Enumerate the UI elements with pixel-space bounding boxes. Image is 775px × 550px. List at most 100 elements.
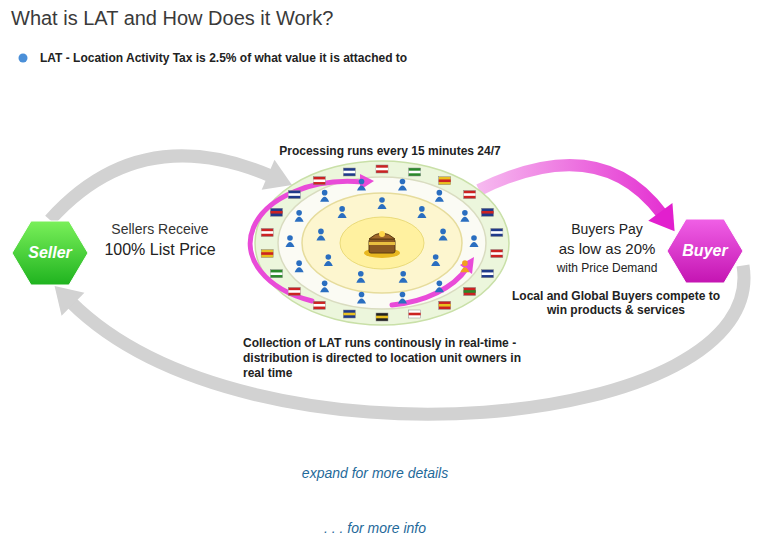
person-body — [399, 278, 408, 283]
flag-icon — [261, 250, 273, 258]
person-body — [338, 213, 347, 218]
flag-icon — [270, 270, 282, 278]
flag-icon — [482, 208, 494, 216]
flag-icon — [409, 310, 421, 318]
person-head — [318, 229, 324, 235]
flag-icon — [261, 228, 273, 236]
person-body — [431, 261, 440, 266]
buyer-hexagon: Buyer — [667, 218, 743, 284]
flag-icon — [464, 287, 476, 295]
chest-body — [369, 239, 395, 253]
flag-stripe — [376, 316, 388, 319]
person-body — [439, 235, 448, 240]
person-body — [398, 299, 407, 304]
flag-icon — [491, 228, 503, 236]
flag-stripe — [464, 193, 476, 196]
flow-arc-head — [460, 257, 474, 274]
flow-arc — [392, 268, 467, 305]
person-head — [379, 197, 385, 203]
flag-stripe — [270, 272, 282, 275]
person-head — [326, 254, 332, 260]
buyer-caption: Buyers Pay — [571, 221, 643, 238]
flag-icon — [439, 301, 451, 309]
flag-stripe — [491, 231, 503, 234]
bullet-note: LAT - Location Activity Tax is 2.5% of w… — [40, 51, 407, 65]
hexagon-fill — [12, 221, 88, 285]
process-note: Collection of LAT runs continously in re… — [243, 336, 545, 381]
person-head — [359, 292, 365, 298]
person-body — [417, 213, 426, 218]
arrow-line — [479, 165, 662, 214]
person-head — [462, 260, 468, 266]
person-body — [286, 242, 295, 247]
person-body — [316, 235, 325, 240]
flag-icon — [376, 165, 388, 173]
person-body — [320, 287, 329, 292]
flag-icon — [288, 191, 300, 199]
flag-stripe — [343, 313, 355, 316]
flag-stripe — [482, 211, 494, 214]
person-body — [398, 185, 407, 190]
person-head — [322, 281, 328, 287]
flag-icon — [288, 287, 300, 295]
process-heading: Processing runs every 15 minutes 24/7 — [235, 144, 545, 158]
flag-icon — [270, 208, 282, 216]
flag-icon — [313, 301, 325, 309]
outer-ring — [255, 161, 509, 325]
processing-circle: Processing runs every 15 minutes 24/7Col… — [235, 140, 545, 380]
person-head — [462, 210, 468, 216]
person-head — [296, 210, 302, 216]
person-head — [400, 271, 406, 277]
person-head — [433, 254, 439, 260]
flag-icon — [464, 191, 476, 199]
flag-icon — [482, 270, 494, 278]
inner-ring — [302, 193, 462, 293]
person-body — [460, 217, 469, 222]
person-head — [296, 260, 302, 266]
flag-stripe — [288, 193, 300, 196]
person-body — [470, 242, 479, 247]
buyer-note: Local and Global Buyers compete to win p… — [509, 289, 723, 318]
arrow-head — [55, 286, 85, 316]
person-body — [324, 261, 333, 266]
person-body — [320, 197, 329, 202]
buyer-note: with Price Demand — [557, 261, 658, 275]
flag-stripe — [261, 252, 273, 255]
flag-icon — [439, 177, 451, 185]
flag-stripe — [313, 304, 325, 307]
flag-stripe — [261, 231, 273, 234]
arrow-head — [262, 160, 292, 190]
flag-icon — [409, 168, 421, 176]
arrow-line — [50, 156, 271, 220]
person-body — [295, 217, 304, 222]
chest-gold — [379, 231, 385, 237]
buyer-price: as low as 20% — [559, 240, 656, 258]
seller-caption: Sellers Receive — [111, 221, 208, 238]
person-body — [435, 287, 444, 292]
flow-arc — [250, 181, 362, 301]
person-body — [357, 185, 366, 190]
seller-price: 100% List Price — [104, 240, 215, 259]
flag-stripe — [376, 168, 388, 171]
flag-stripe — [491, 252, 503, 255]
person-head — [437, 281, 443, 287]
flag-stripe — [439, 304, 451, 307]
arrow-head — [648, 203, 674, 231]
flag-stripe — [409, 171, 421, 174]
flag-icon — [343, 168, 355, 176]
flag-stripe — [288, 290, 300, 293]
person-head — [359, 179, 365, 185]
node-label: Seller — [28, 243, 72, 262]
hexagon-fill — [667, 219, 743, 283]
flag-stripe — [409, 313, 421, 316]
person-body — [378, 204, 387, 209]
person-head — [437, 190, 443, 196]
person-body — [295, 267, 304, 272]
person-head — [322, 190, 328, 196]
flag-icon — [491, 250, 503, 258]
bullet-dot — [19, 54, 28, 63]
flag-stripe — [439, 179, 451, 182]
person-body — [357, 299, 366, 304]
person-body — [460, 267, 469, 272]
